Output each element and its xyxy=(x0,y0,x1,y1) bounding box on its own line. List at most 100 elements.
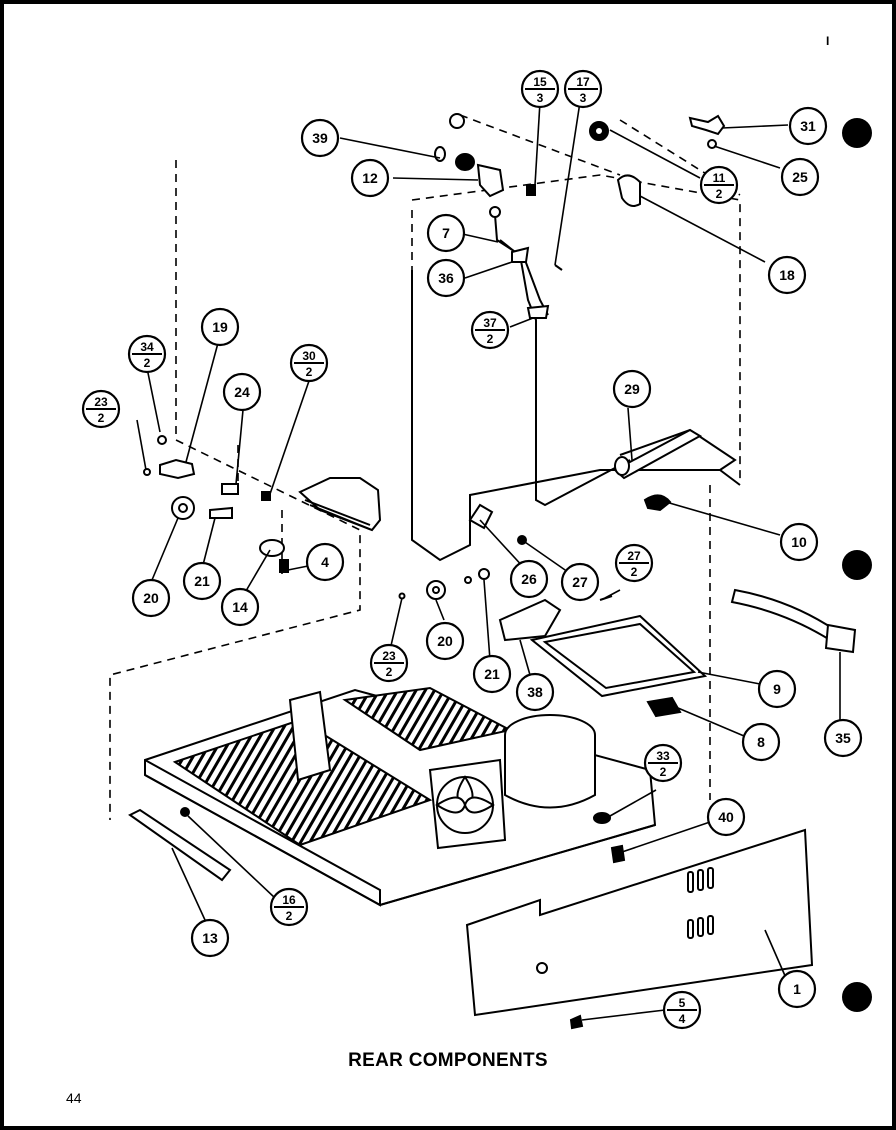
callout-number: 33 xyxy=(656,749,670,763)
callout-39: 39 xyxy=(300,118,340,158)
callout-36: 36 xyxy=(426,258,466,298)
callout-quantity: 2 xyxy=(487,332,494,346)
callout-16-2: 162 xyxy=(269,887,309,927)
callout-quantity: 2 xyxy=(386,665,393,679)
callout-circle xyxy=(182,561,222,601)
callout-circle xyxy=(767,255,807,295)
callout-37-2: 372 xyxy=(470,310,510,350)
callout-circle xyxy=(220,587,260,627)
machine-compartment xyxy=(144,686,657,907)
callout-21a: 21 xyxy=(182,561,222,601)
callout-circle xyxy=(190,918,230,958)
callout-21b: 21 xyxy=(472,654,512,694)
callout-circle xyxy=(706,797,746,837)
callout-35: 35 xyxy=(823,718,863,758)
callout-circle xyxy=(780,157,820,197)
callout-circle xyxy=(425,621,465,661)
callout-31: 31 xyxy=(788,106,828,146)
callout-17-3: 173 xyxy=(563,69,603,109)
callout-circle xyxy=(779,522,819,562)
callout-quantity: 2 xyxy=(631,565,638,579)
callout-10: 10 xyxy=(779,522,819,562)
callout-number: 35 xyxy=(835,730,851,746)
drip-tray xyxy=(529,614,708,718)
diagram-title: REAR COMPONENTS xyxy=(348,1050,548,1071)
callout-24: 24 xyxy=(222,372,262,412)
callout-27: 27 xyxy=(560,562,600,602)
callout-25: 25 xyxy=(780,157,820,197)
callout-circle xyxy=(741,722,781,762)
callout-number: 21 xyxy=(484,666,500,682)
callout-number: 20 xyxy=(437,633,453,649)
callout-20a: 20 xyxy=(131,578,171,618)
callout-quantity: 3 xyxy=(580,91,587,105)
callout-circle xyxy=(200,307,240,347)
callout-number: 16 xyxy=(282,893,296,907)
callout-circle xyxy=(350,158,390,198)
rear-access-panel xyxy=(465,828,814,1030)
callout-circle xyxy=(757,669,797,709)
callout-40: 40 xyxy=(706,797,746,837)
callout-20b: 20 xyxy=(425,621,465,661)
callout-quantity: 2 xyxy=(716,187,723,201)
callout-33-2: 332 xyxy=(643,743,683,783)
callout-quantity: 2 xyxy=(306,365,313,379)
callout-quantity: 2 xyxy=(660,765,667,779)
callout-number: 19 xyxy=(212,319,228,335)
callout-number: 37 xyxy=(483,316,497,330)
callout-number: 8 xyxy=(757,734,765,750)
callout-number: 15 xyxy=(533,75,547,89)
callout-circle xyxy=(515,672,555,712)
callout-circle xyxy=(560,562,600,602)
cabinet-rear-wall xyxy=(411,270,741,562)
callout-26: 26 xyxy=(509,559,549,599)
callout-number: 26 xyxy=(521,571,537,587)
callout-number: 36 xyxy=(438,270,454,286)
callout-34-2: 342 xyxy=(127,334,167,374)
callout-27-2: 272 xyxy=(614,543,654,583)
drain-trough xyxy=(613,428,703,512)
callout-number: 38 xyxy=(527,684,543,700)
center-parts xyxy=(398,503,613,642)
callout-number: 17 xyxy=(576,75,590,89)
callout-30-2: 302 xyxy=(289,343,329,383)
page-number: 44 xyxy=(66,1090,82,1106)
callout-number: 13 xyxy=(202,930,218,946)
callout-29: 29 xyxy=(612,369,652,409)
callout-number: 18 xyxy=(779,267,795,283)
callout-circle xyxy=(509,559,549,599)
callout-23-2a: 232 xyxy=(81,389,121,429)
callout-15-3: 153 xyxy=(520,69,560,109)
left-bracket-parts xyxy=(143,435,382,573)
power-cord xyxy=(730,588,857,654)
callout-number: 27 xyxy=(627,549,641,563)
callout-quantity: 4 xyxy=(679,1012,686,1026)
callout-number: 31 xyxy=(800,118,816,134)
callout-14: 14 xyxy=(220,587,260,627)
callout-circle xyxy=(426,258,466,298)
callout-quantity: 2 xyxy=(144,356,151,370)
callout-number: 23 xyxy=(94,395,108,409)
callout-12: 12 xyxy=(350,158,390,198)
callout-number: 24 xyxy=(234,384,250,400)
callout-number: 30 xyxy=(302,349,316,363)
callout-number: 20 xyxy=(143,590,159,606)
callout-circle xyxy=(472,654,512,694)
edge-mark: I xyxy=(826,34,830,48)
callout-number: 1 xyxy=(793,981,801,997)
callout-quantity: 2 xyxy=(98,411,105,425)
valve-assembly xyxy=(434,113,726,319)
callout-circle xyxy=(305,542,345,582)
registration-marks xyxy=(842,118,872,1012)
callout-23-2b: 232 xyxy=(369,643,409,683)
callout-circle xyxy=(777,969,817,1009)
callout-11-2: 112 xyxy=(699,165,739,205)
callout-number: 10 xyxy=(791,534,807,550)
callout-circle xyxy=(222,372,262,412)
callout-4: 4 xyxy=(305,542,345,582)
callout-quantity: 2 xyxy=(286,909,293,923)
callout-circle xyxy=(823,718,863,758)
callout-13: 13 xyxy=(190,918,230,958)
callout-number: 23 xyxy=(382,649,396,663)
